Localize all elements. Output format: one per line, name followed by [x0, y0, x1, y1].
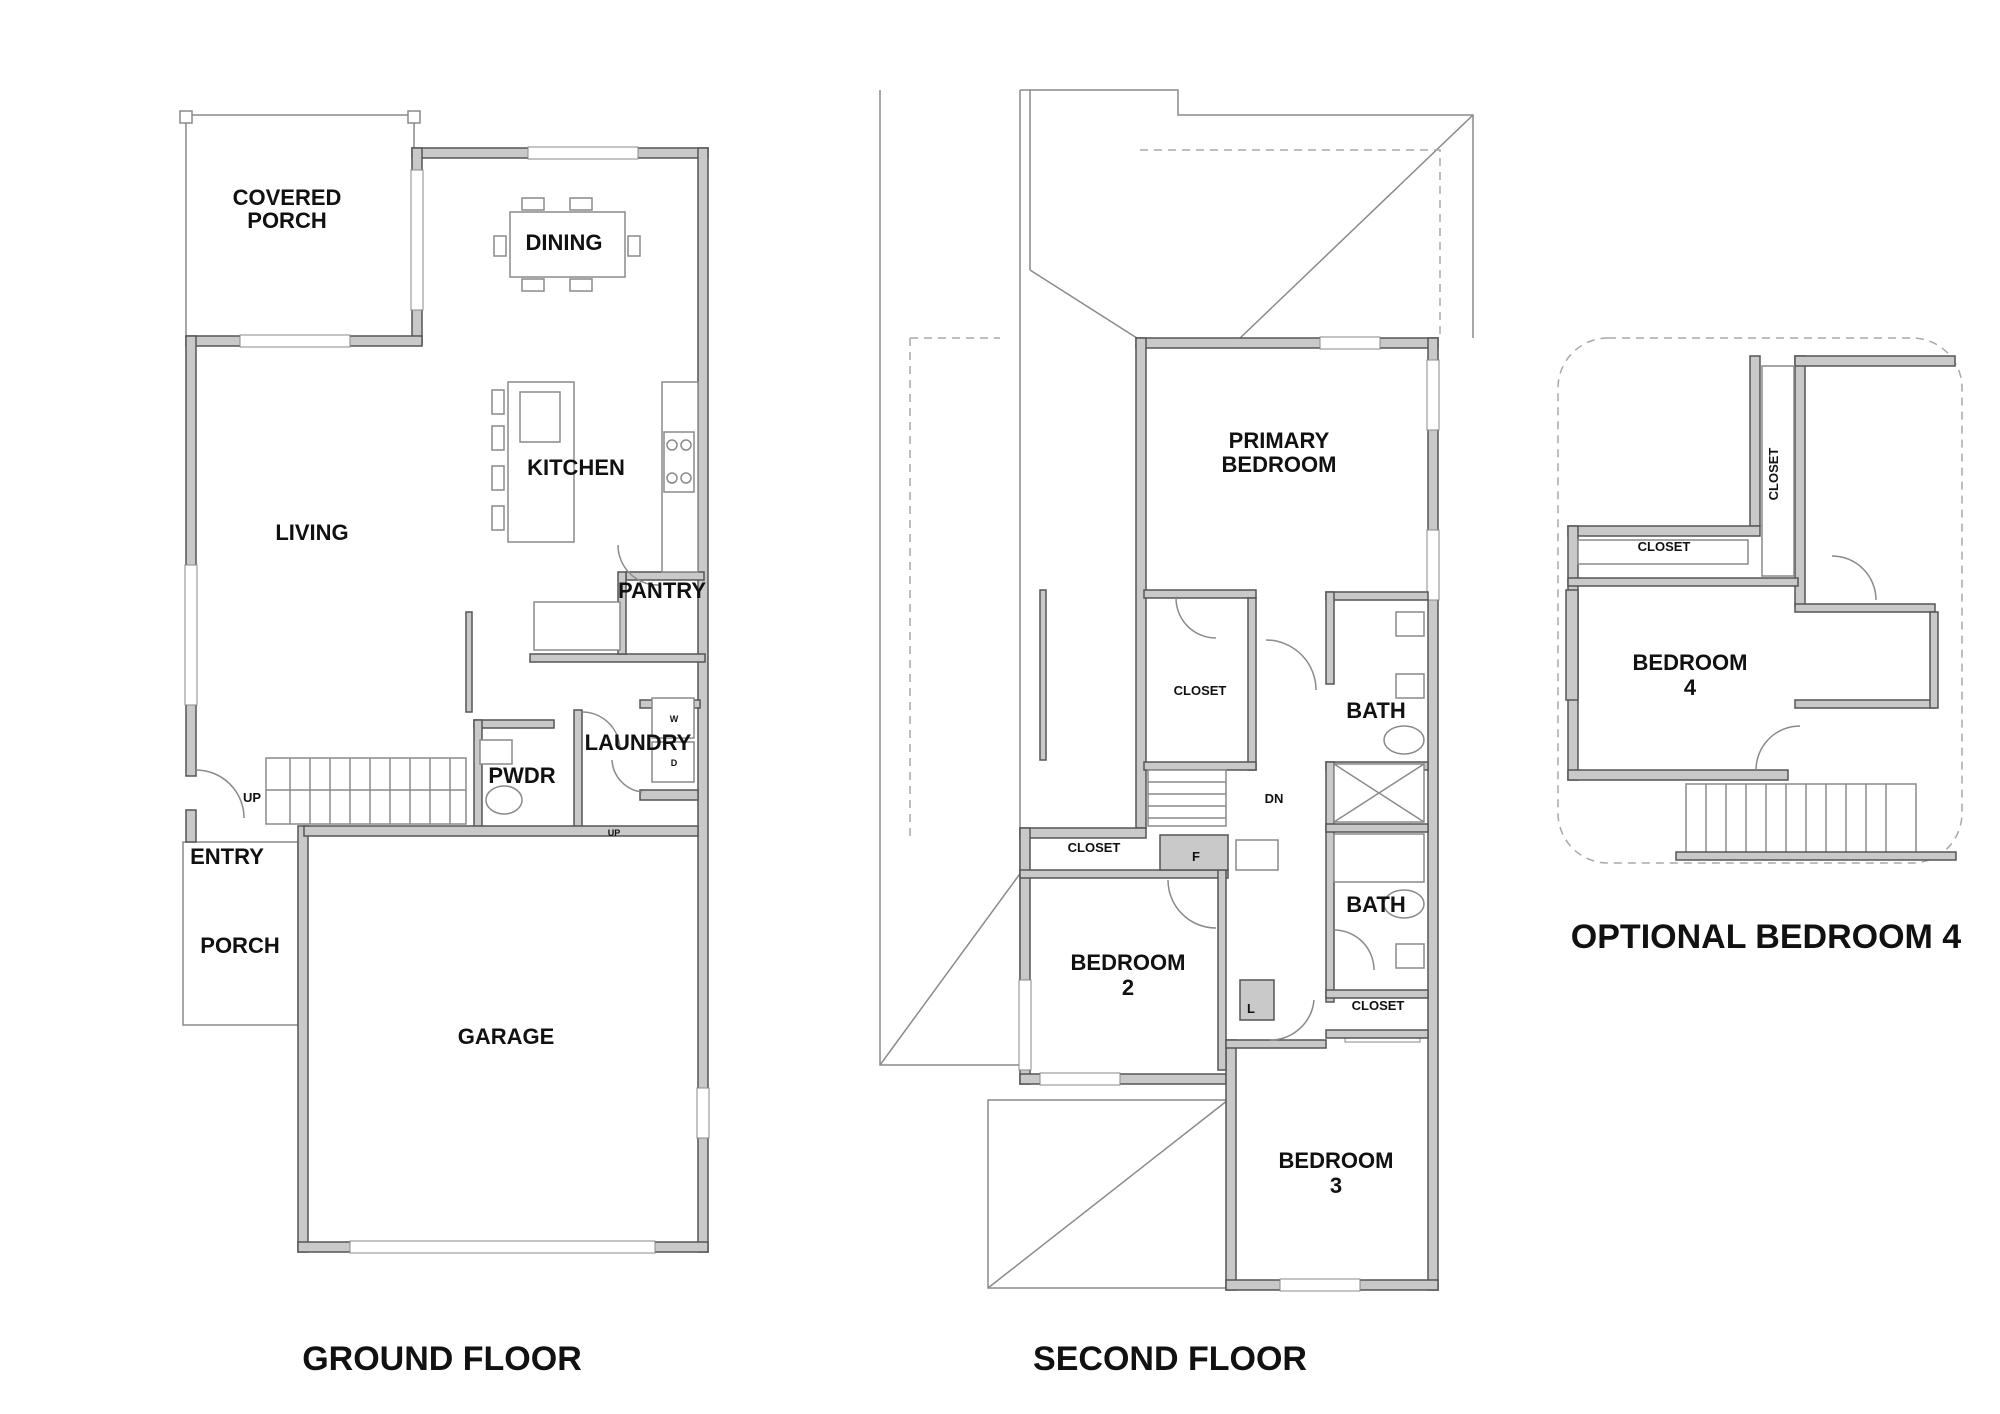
optional-stairs [1685, 783, 1917, 855]
ground-exterior-walls [185, 147, 709, 1253]
second-floor-labels: PRIMARY BEDROOM CLOSET BATH BATH CLOSET … [1033, 428, 1406, 1378]
closet-primary-label: CLOSET [1174, 683, 1227, 698]
bedroom-2-label-line2: 2 [1122, 975, 1134, 1000]
fridge-counter [533, 601, 621, 651]
living-label: LIVING [275, 520, 348, 545]
garage-label: GARAGE [458, 1024, 555, 1049]
porch-post [179, 110, 193, 124]
dining-label: DINING [526, 230, 603, 255]
linen-mark: L [1247, 1001, 1255, 1016]
closet-a-label: CLOSET [1638, 539, 1691, 554]
covered-porch-label-line2: PORCH [247, 208, 326, 233]
bedroom-4-label-line2: 4 [1684, 675, 1697, 700]
pwdr-label: PWDR [488, 763, 555, 788]
kitchen-sink [519, 391, 561, 443]
pwdr-sink [479, 739, 513, 765]
washer [651, 697, 695, 739]
closet-hall-label: CLOSET [1068, 840, 1121, 855]
ground-floor-title: GROUND FLOOR [302, 1340, 582, 1378]
porch-post [407, 110, 421, 124]
second-interior-walls [1019, 589, 1429, 1071]
ground-floor-labels: COVERED PORCH DINING KITCHEN LIVING PANT… [190, 185, 706, 1378]
porch-label: PORCH [200, 933, 279, 958]
dining-table [509, 211, 626, 278]
second-floor-plan [879, 89, 1474, 1292]
closet-b-shelf [1761, 365, 1795, 577]
second-stairs [1147, 769, 1227, 827]
bath-2-label: BATH [1346, 892, 1405, 917]
furnace-mark: F [1192, 849, 1200, 864]
closet-b-label: CLOSET [1766, 448, 1781, 501]
optional-bedroom-title: OPTIONAL BEDROOM 4 [1571, 918, 1961, 956]
ground-floor-plan [179, 110, 710, 1254]
primary-bedroom-label-line2: BEDROOM [1222, 452, 1337, 477]
bedroom-3-label-line2: 3 [1330, 1173, 1342, 1198]
entry-door-swing [195, 769, 245, 819]
pantry-label: PANTRY [618, 578, 706, 603]
covered-porch-label-line1: COVERED [233, 185, 342, 210]
bath-1-label: BATH [1346, 698, 1405, 723]
sink-bath-1b [1395, 673, 1425, 699]
entry-label: ENTRY [190, 844, 264, 869]
ground-stairs [265, 757, 467, 825]
toilet-bath-2 [1383, 889, 1425, 919]
second-floor-title: SECOND FLOOR [1033, 1340, 1307, 1378]
kitchen-label: KITCHEN [527, 455, 625, 480]
closet-bed3-label: CLOSET [1352, 998, 1405, 1013]
down-stairs-mark: DN [1265, 791, 1284, 806]
toilet-bath-1 [1383, 725, 1425, 755]
closet-a-shelf [1577, 539, 1749, 565]
washer-mark: W [670, 714, 679, 724]
optional-labels: BEDROOM 4 CLOSET CLOSET OPTIONAL BEDROOM… [1571, 448, 1961, 956]
primary-bedroom-label-line1: PRIMARY [1229, 428, 1330, 453]
optional-outline [1557, 337, 1963, 864]
laundry-label: LAUNDRY [585, 730, 692, 755]
toilet [485, 785, 523, 815]
sink-bath-1 [1395, 611, 1425, 637]
up-step-mark: UP [608, 828, 621, 838]
pantry-door-swing [617, 544, 661, 586]
bedroom-3-label-line1: BEDROOM [1279, 1148, 1394, 1173]
ground-windows [184, 146, 710, 1254]
dryer-mark: D [671, 758, 678, 768]
bathtub [1333, 833, 1425, 883]
dryer [651, 741, 695, 783]
sink-bath-2 [1395, 943, 1425, 969]
bedroom-4-label-line1: BEDROOM [1633, 650, 1748, 675]
up-stairs-mark: UP [243, 790, 261, 805]
bedroom-2-label-line1: BEDROOM [1071, 950, 1186, 975]
second-windows [1018, 336, 1440, 1292]
optional-bedroom-plan [1557, 337, 1963, 864]
furnace [1235, 839, 1279, 871]
